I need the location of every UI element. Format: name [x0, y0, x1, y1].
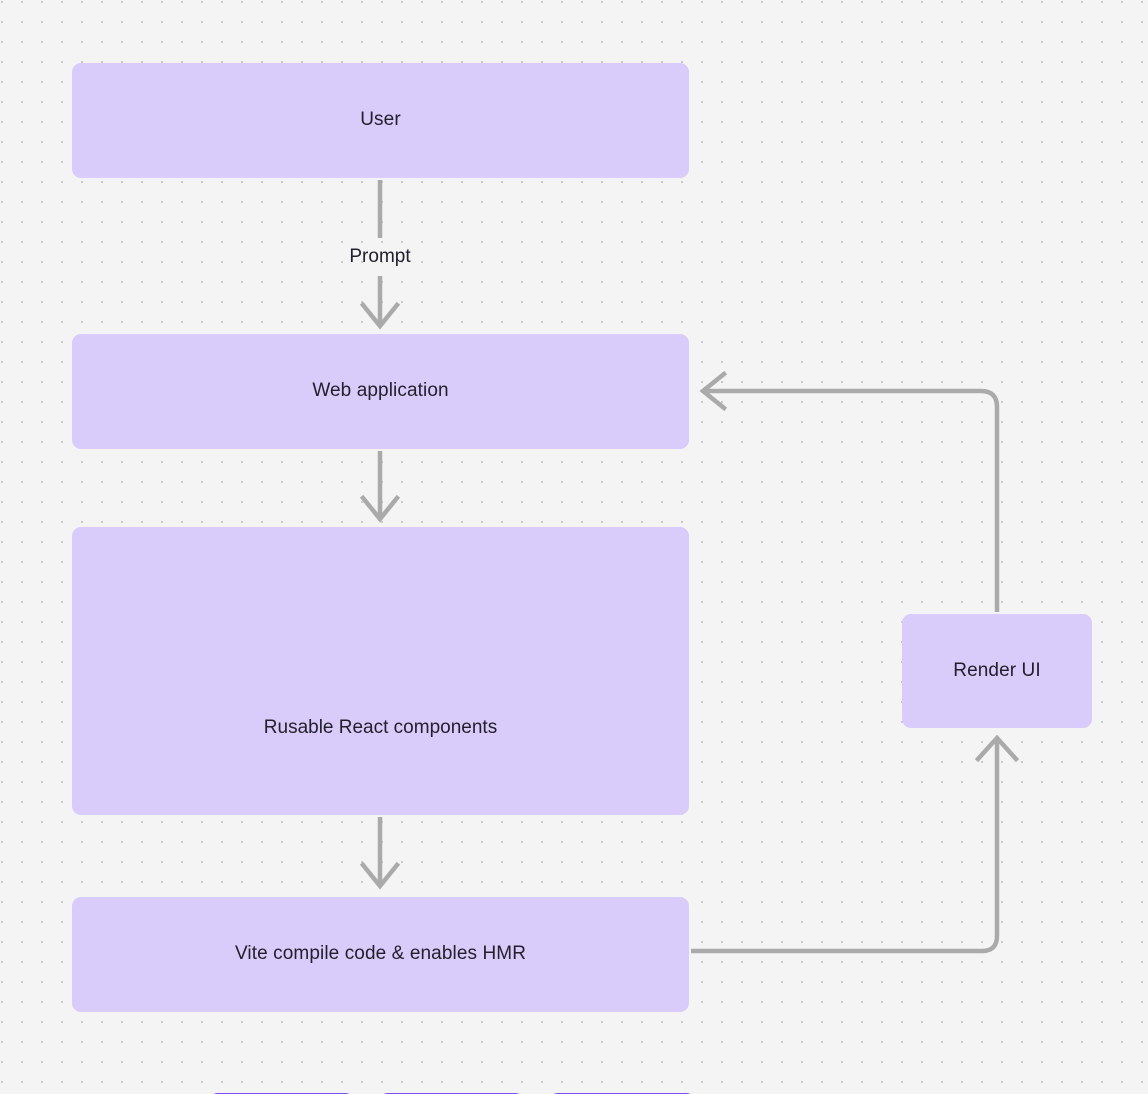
node-render-ui[interactable]: Render UI [902, 614, 1092, 728]
arrowhead-down-vite [359, 861, 401, 890]
arrowhead-left-webapp [699, 370, 728, 412]
arrowhead-down-webapp [359, 301, 401, 330]
edge-render-to-webapp [707, 388, 1000, 612]
node-user[interactable]: User [72, 63, 689, 178]
node-render-ui-label: Render UI [953, 659, 1041, 681]
node-web-application[interactable]: Web application [72, 334, 689, 449]
node-vite-label: Vite compile code & enables HMR [234, 943, 527, 965]
node-web-application-label: Web application [312, 380, 449, 402]
arrowhead-down-components [359, 494, 401, 523]
arrowhead-up-render [974, 734, 1020, 763]
node-components-caption: Rusable React components [263, 717, 498, 738]
node-components-container[interactable]: HTML = structure CSS = Styles & Layouts … [72, 527, 695, 1094]
edge-label-prompt: Prompt [349, 246, 411, 267]
edge-vite-to-render [691, 740, 1000, 954]
node-vite[interactable]: Vite compile code & enables HMR [72, 897, 689, 1012]
node-user-label: User [360, 109, 401, 131]
